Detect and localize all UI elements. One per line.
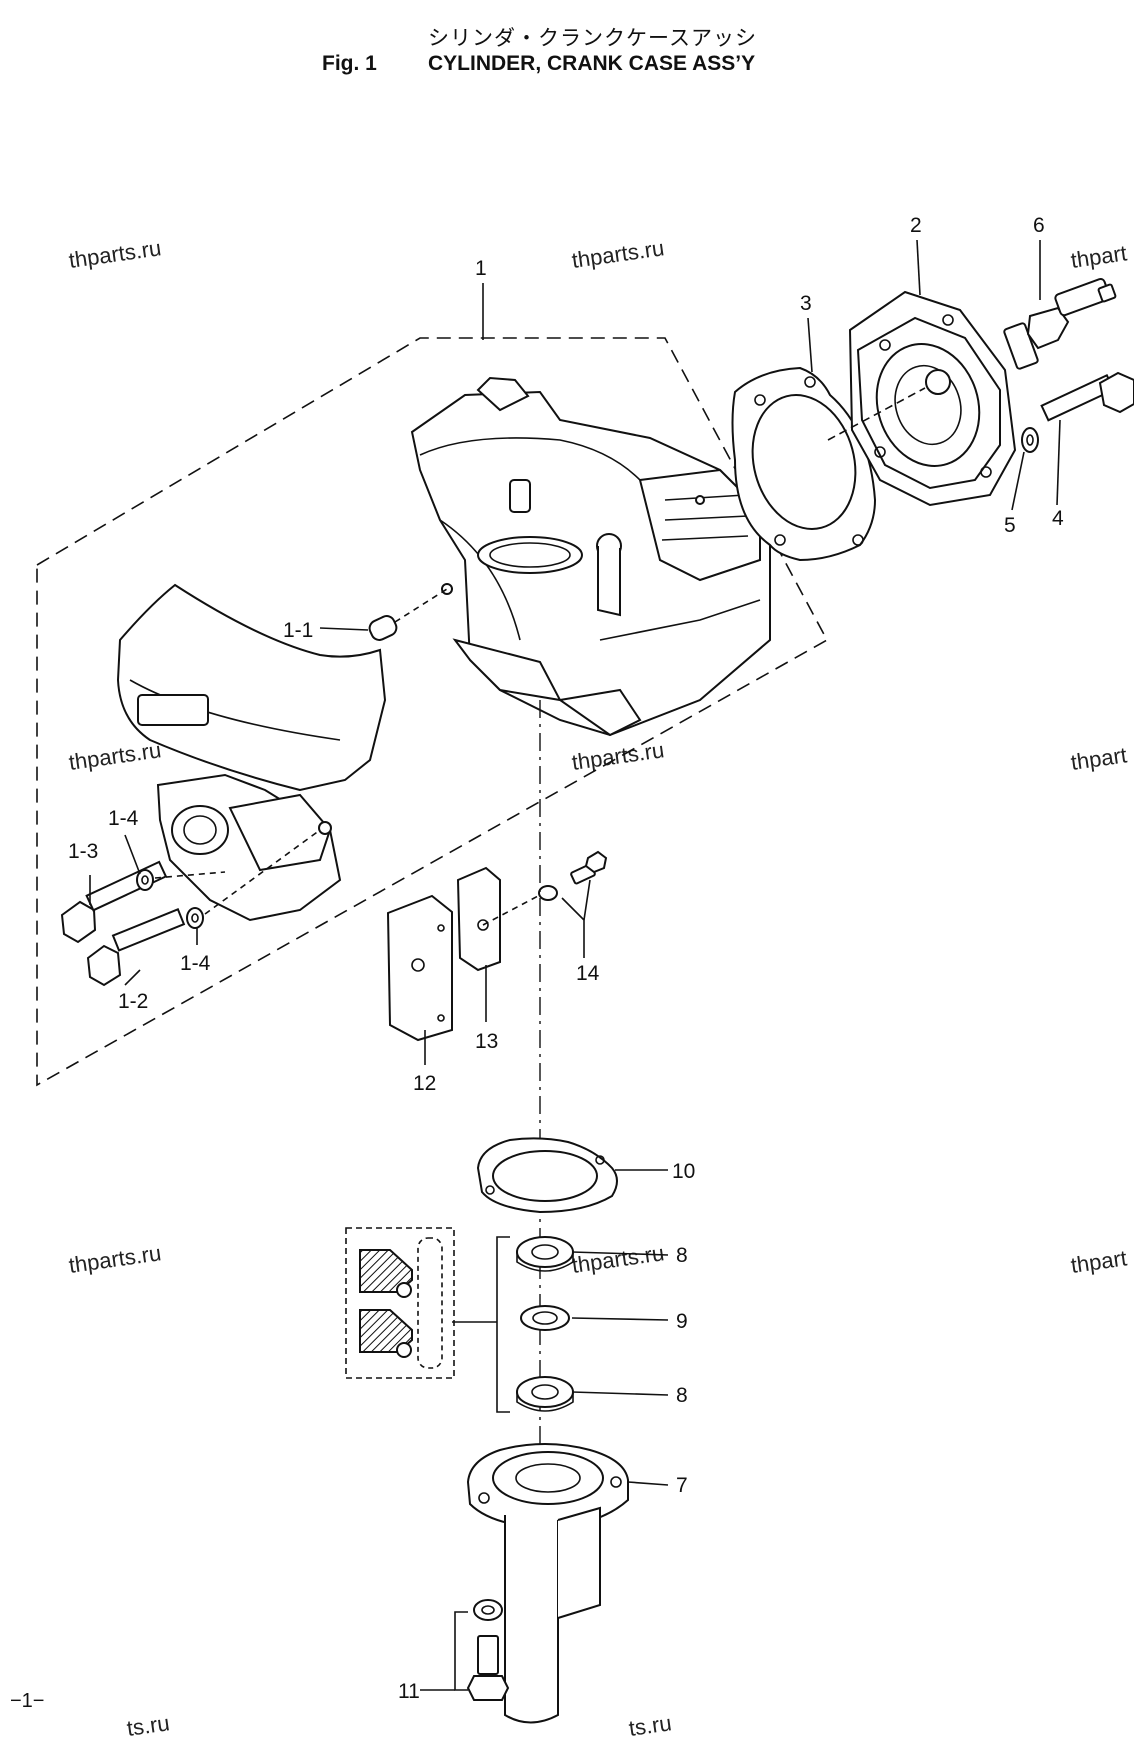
part-9-spacer: [520, 1305, 570, 1331]
part-13-reed-plate: [456, 866, 541, 972]
callout-14: 14: [576, 962, 600, 985]
part-2-cylinder-head: [827, 290, 1017, 507]
callout-8-lower: 8: [676, 1384, 688, 1407]
part-1-4-washer-a: [136, 869, 226, 891]
watermark-1: thparts.ru: [67, 235, 163, 273]
part-7-bearing-housing: [466, 1443, 629, 1724]
callout-11: 11: [398, 1680, 420, 1703]
callout-9: 9: [676, 1310, 688, 1333]
callout-5: 5: [1004, 514, 1016, 537]
leader-lines: [89, 239, 1061, 1486]
callout-2: 2: [910, 214, 922, 237]
callout-10: 10: [672, 1160, 695, 1183]
part-4-bolt: [1040, 371, 1134, 422]
part-6-spark-plug: [1003, 278, 1117, 370]
part-10-gasket: [476, 1137, 618, 1214]
callout-7: 7: [676, 1474, 688, 1497]
part-14-screw-washer: [538, 850, 608, 958]
crank-case-body: [410, 376, 771, 737]
seal-cross-section-detail: [345, 1227, 455, 1379]
callout-1-2: 1-2: [118, 990, 148, 1013]
crank-case-lower-half: [116, 583, 387, 922]
part-12-reed-plate: [386, 894, 453, 1042]
callout-1-3: 1-3: [68, 840, 98, 863]
part-1-4-washer-b: [186, 829, 321, 929]
part-1-2-bolt: [86, 908, 186, 987]
part-8-oil-seal-lower: [516, 1376, 574, 1412]
callout-labels: 1 3 2 6 5 4 1-1 1-4 1-3 1-4 1-2 14 13 12…: [68, 214, 1064, 1703]
seal-group-bracket: [452, 1236, 510, 1413]
part-3-cylinder-gasket: [731, 366, 877, 562]
callout-12: 12: [413, 1072, 436, 1095]
title-english: CYLINDER, CRANK CASE ASS’Y: [428, 52, 756, 75]
page-number: −1−: [10, 1690, 45, 1712]
watermark-3: thpart: [1069, 240, 1128, 273]
title-japanese: シリンダ・クランクケースアッシ: [428, 26, 757, 50]
callout-1-4-b: 1-4: [180, 952, 211, 975]
callout-1-1: 1-1: [283, 619, 313, 642]
callout-1: 1: [475, 257, 487, 280]
callout-13: 13: [475, 1030, 498, 1053]
callout-6: 6: [1033, 214, 1045, 237]
figure-title: シリンダ・クランクケースアッシ Fig. 1 CYLINDER, CRANK C…: [0, 14, 1134, 84]
callout-3: 3: [800, 292, 812, 315]
callout-1-4-a: 1-4: [108, 807, 139, 830]
watermark-9: thpart: [1069, 1245, 1128, 1278]
watermark-11: ts.ru: [627, 1710, 673, 1741]
watermark-4: thparts.ru: [67, 737, 163, 775]
watermark-5: thparts.ru: [570, 737, 666, 775]
figure-number: Fig. 1: [322, 52, 377, 75]
watermark-8: thparts.ru: [570, 1240, 666, 1278]
watermark-2: thparts.ru: [570, 235, 666, 273]
part-1-1-dowel-pin: [319, 588, 448, 641]
callout-4: 4: [1052, 507, 1064, 530]
part-8-oil-seal-upper: [516, 1236, 574, 1272]
part-5-washer: [1021, 427, 1039, 453]
part-11-bolt-washer: [420, 1599, 510, 1701]
watermark-7: thparts.ru: [67, 1240, 163, 1278]
watermark-6: thpart: [1069, 742, 1128, 775]
callout-8-upper: 8: [676, 1244, 688, 1267]
watermark-10: ts.ru: [125, 1710, 171, 1741]
